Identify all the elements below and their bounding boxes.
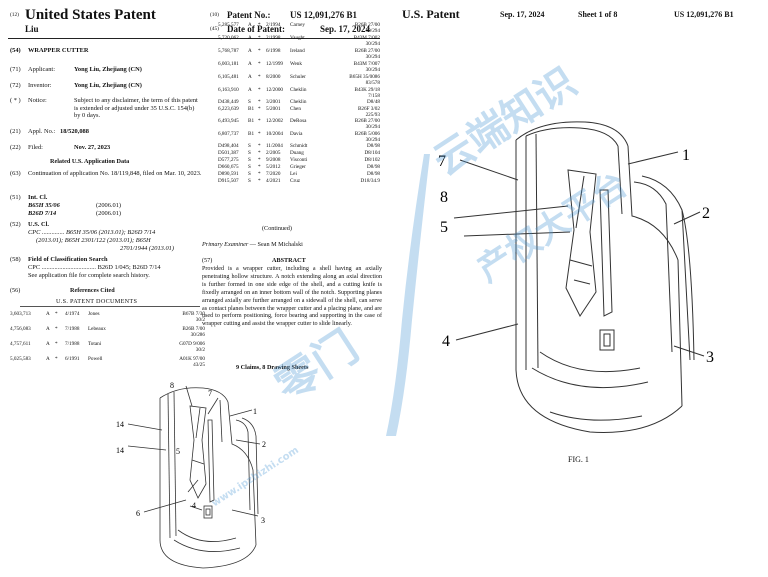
references-code: (56): [10, 287, 21, 294]
reference-row: 5,025,583 A * 6/1991 Powell A01K 97/00 4…: [10, 356, 205, 368]
date-of-patent: Sep. 17, 2024: [320, 24, 371, 34]
field-classification-search: (58) Field of Classification Search CPC …: [10, 256, 161, 279]
front-label-6: 6: [136, 509, 140, 518]
shell-outline: [159, 398, 257, 569]
sheet-header-number: Sheet 1 of 8: [578, 10, 618, 19]
abstract-heading: ABSTRACT: [272, 257, 306, 264]
claims-line: 9 Claims, 8 Drawing Sheets: [236, 364, 309, 371]
fig1-label-7: 7: [438, 153, 446, 170]
fig1-label-3: 3: [706, 349, 714, 366]
references-rule: [20, 306, 200, 307]
front-label-7: 7: [208, 389, 212, 398]
front-label-4: 4: [192, 501, 196, 510]
fig1-label-1: 1: [682, 147, 690, 164]
sheet-header-title: U.S. Patent: [402, 7, 460, 21]
front-label-1: 1: [253, 407, 257, 416]
front-label-8: 8: [170, 381, 174, 390]
related-data-heading: Related U.S. Application Data: [50, 158, 130, 165]
patent-number: US 12,091,276 B1: [290, 10, 358, 20]
abstract-text: Provided is a wrapper cutter, including …: [202, 266, 382, 328]
primary-examiner: Primary Examiner — Sean M Michalski: [202, 241, 303, 248]
front-label-2: 2: [262, 440, 266, 449]
fig1-caption: FIG. 1: [568, 455, 589, 464]
sheet-header-date: Sep. 17, 2024: [500, 10, 545, 19]
references-continued: (Continued): [262, 225, 292, 232]
code-45: (45): [210, 26, 219, 32]
code-10: (10): [210, 12, 219, 18]
fig1-label-5: 5: [440, 219, 448, 236]
front-label-14b: 14: [116, 446, 124, 455]
front-page-drawing: 14 14 8 7 1 2 5 4 3 6: [116, 381, 266, 569]
date-of-patent-label: Date of Patent:: [227, 24, 285, 34]
field-notice: ( * ) Notice: Subject to any disclaimer,…: [10, 97, 198, 120]
reference-row: 3,603,713 A * 4/1974 Jones B67B 7/30 30/…: [10, 311, 205, 323]
front-label-3: 3: [261, 516, 265, 525]
fig1-drawing: 7 8 5 4 1 2 3: [438, 121, 714, 433]
inventor-surname: Liu: [25, 24, 39, 34]
fig1-shell-outline: [515, 140, 683, 433]
fig1-label-8: 8: [440, 189, 448, 206]
us-patent-documents-heading: U.S. PATENT DOCUMENTS: [56, 298, 138, 305]
header-rule: [8, 38, 380, 39]
reference-row: 4,757,611 A * 7/1988 Totani G07D 9/006 3…: [10, 341, 205, 353]
watermark-swoosh: [386, 154, 430, 436]
references-heading: References Cited: [70, 287, 115, 294]
front-label-5: 5: [176, 447, 180, 456]
fig1-label-4: 4: [442, 333, 450, 350]
fig1-label-2: 2: [702, 205, 710, 222]
front-label-14a: 14: [116, 420, 124, 429]
sheet-header-patent-no: US 12,091,276 B1: [674, 10, 734, 19]
field-continuation: (63) Continuation of application No. 18/…: [10, 170, 202, 177]
abstract-code: (57): [202, 257, 213, 264]
code-12: (12): [10, 12, 19, 18]
field-us-cl: (52) U.S. Cl. CPC .............. B65H 35…: [10, 221, 174, 252]
reference-row: 4,756,083 A * 7/1988 Lebeaux B26B 7/00 3…: [10, 326, 205, 338]
patent-no-label: Patent No.:: [227, 10, 271, 20]
patent-type-title: United States Patent: [25, 7, 156, 23]
field-int-cl: (51) Int. Cl. B65H 35/06 (2006.01) B26D …: [10, 194, 122, 217]
